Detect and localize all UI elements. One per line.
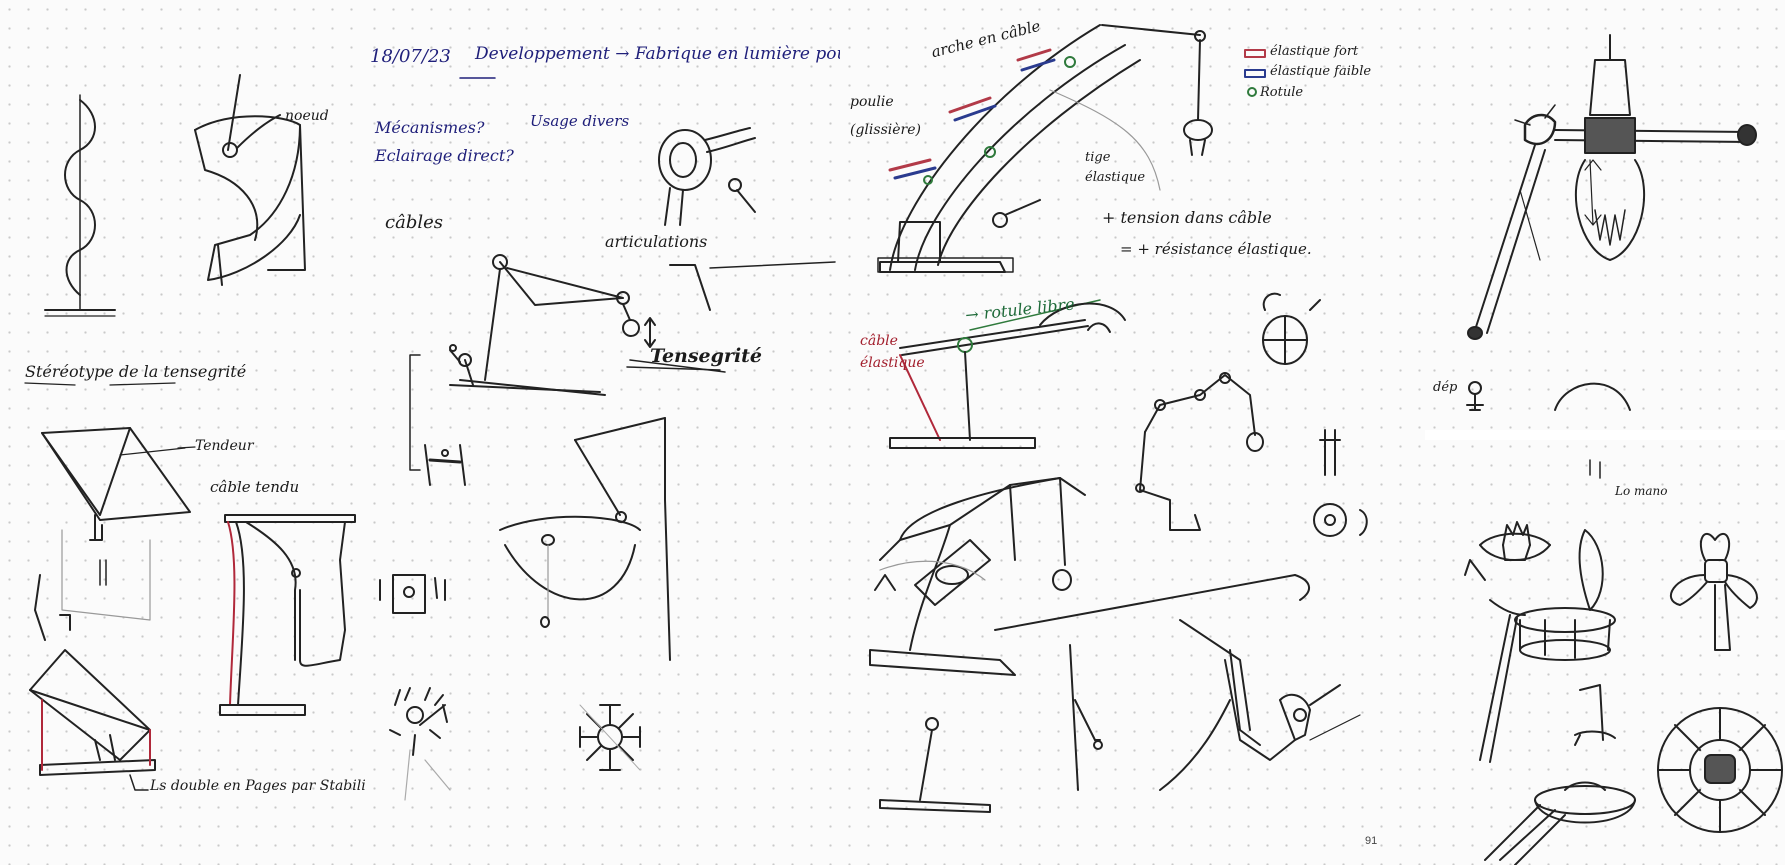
label-poulie: poulie (glissière) bbox=[850, 88, 905, 144]
sketch-wavy-lamp bbox=[45, 95, 115, 316]
page-date: 18/07/23 bbox=[370, 46, 451, 67]
label-tendeur: Tendeur bbox=[195, 438, 254, 454]
label-cable-elastique: câble élastique bbox=[860, 330, 908, 374]
label-tensegrite: Tensegrité bbox=[650, 345, 762, 367]
sketch-hanging-lamp-right bbox=[1136, 294, 1320, 530]
sketch-square-node bbox=[380, 575, 445, 613]
page-title: Developpement → Fabrique en lumière pour… bbox=[475, 44, 840, 64]
sketch-drawings-page-1 bbox=[0, 0, 365, 865]
label-cables: câbles bbox=[385, 212, 443, 233]
sketch-tensegrity-triangle bbox=[35, 428, 190, 640]
notebook-page-3: arche en câble poulie (glissière) tige é… bbox=[840, 0, 1425, 865]
notebook-page-1: noeud Stéréotype de la tensegrité Tendeu… bbox=[0, 0, 365, 865]
sketch-drawings-page-3 bbox=[840, 0, 1425, 865]
sketch-drawings-page-4 bbox=[1425, 0, 1785, 865]
sketch-leaf bbox=[1580, 530, 1603, 610]
label-mecanismes: Mécanismes? bbox=[375, 118, 484, 137]
sketch-dep-detail bbox=[1467, 382, 1483, 410]
label-lo-mano: Lo mano bbox=[1615, 484, 1668, 498]
sketch-bowl bbox=[500, 517, 640, 627]
sketch-arch-lamp bbox=[878, 25, 1212, 272]
label-double: Ls double en Pages par Stabiliser bbox=[150, 778, 365, 794]
label-articulations: articulations bbox=[605, 232, 707, 251]
sketch-bulb-lamp bbox=[1468, 35, 1756, 410]
label-dep: dép bbox=[1433, 380, 1457, 395]
sketch-tensegrity-arm bbox=[575, 360, 725, 660]
sketch-arc-lamp-bottom bbox=[870, 478, 1085, 675]
label-tension-2: = + résistance élastique. bbox=[1120, 240, 1312, 258]
sketch-i-beam bbox=[425, 445, 465, 485]
sketch-shade-bottom bbox=[1485, 783, 1635, 865]
sketch-folding-lamp bbox=[30, 650, 155, 775]
label-cable-tendu: câble tendu bbox=[210, 478, 299, 496]
sketch-clamp-lamp bbox=[1160, 620, 1360, 790]
sketch-seesaw-lamp bbox=[890, 300, 1125, 448]
label-noeud: noeud bbox=[285, 108, 329, 124]
legend-elastique-fort: élastique fort bbox=[1270, 44, 1358, 59]
sketch-desk-lamp-bottom bbox=[880, 718, 990, 812]
sketch-fan bbox=[1671, 534, 1757, 650]
label-stereotype: Stéréotype de la tensegrité bbox=[25, 362, 246, 381]
notebook-page-2: 18/07/23 Developpement → Fabrique en lum… bbox=[365, 0, 840, 865]
sketch-cable-lamp bbox=[410, 255, 655, 470]
sketch-flower-node bbox=[580, 705, 640, 770]
legend-rotule: Rotule bbox=[1260, 85, 1303, 100]
sketch-articulation-bar bbox=[670, 265, 710, 310]
legend-elastique-faible: élastique faible bbox=[1270, 64, 1371, 79]
sketch-l-stand bbox=[220, 515, 355, 715]
label-tige-elastique: tige élastique bbox=[1085, 148, 1145, 188]
sketch-crown-face bbox=[1480, 522, 1550, 560]
sketch-curved-panel bbox=[195, 75, 305, 285]
sketch-wheel-lamp bbox=[1658, 708, 1782, 832]
page-number: 91 bbox=[1365, 835, 1377, 847]
label-eclairage: Eclairage direct? bbox=[375, 146, 514, 165]
notebook-page-4: dép Lo mano bbox=[1425, 0, 1785, 865]
sketch-small-parts bbox=[1314, 430, 1367, 536]
sketch-arrows bbox=[1575, 685, 1615, 745]
label-usage: Usage divers bbox=[530, 112, 629, 130]
sketch-ring-joint bbox=[659, 128, 755, 225]
label-tension-1: + tension dans câble bbox=[1102, 208, 1272, 227]
sketch-long-arm bbox=[995, 575, 1309, 790]
sketch-spark-node bbox=[390, 688, 450, 800]
